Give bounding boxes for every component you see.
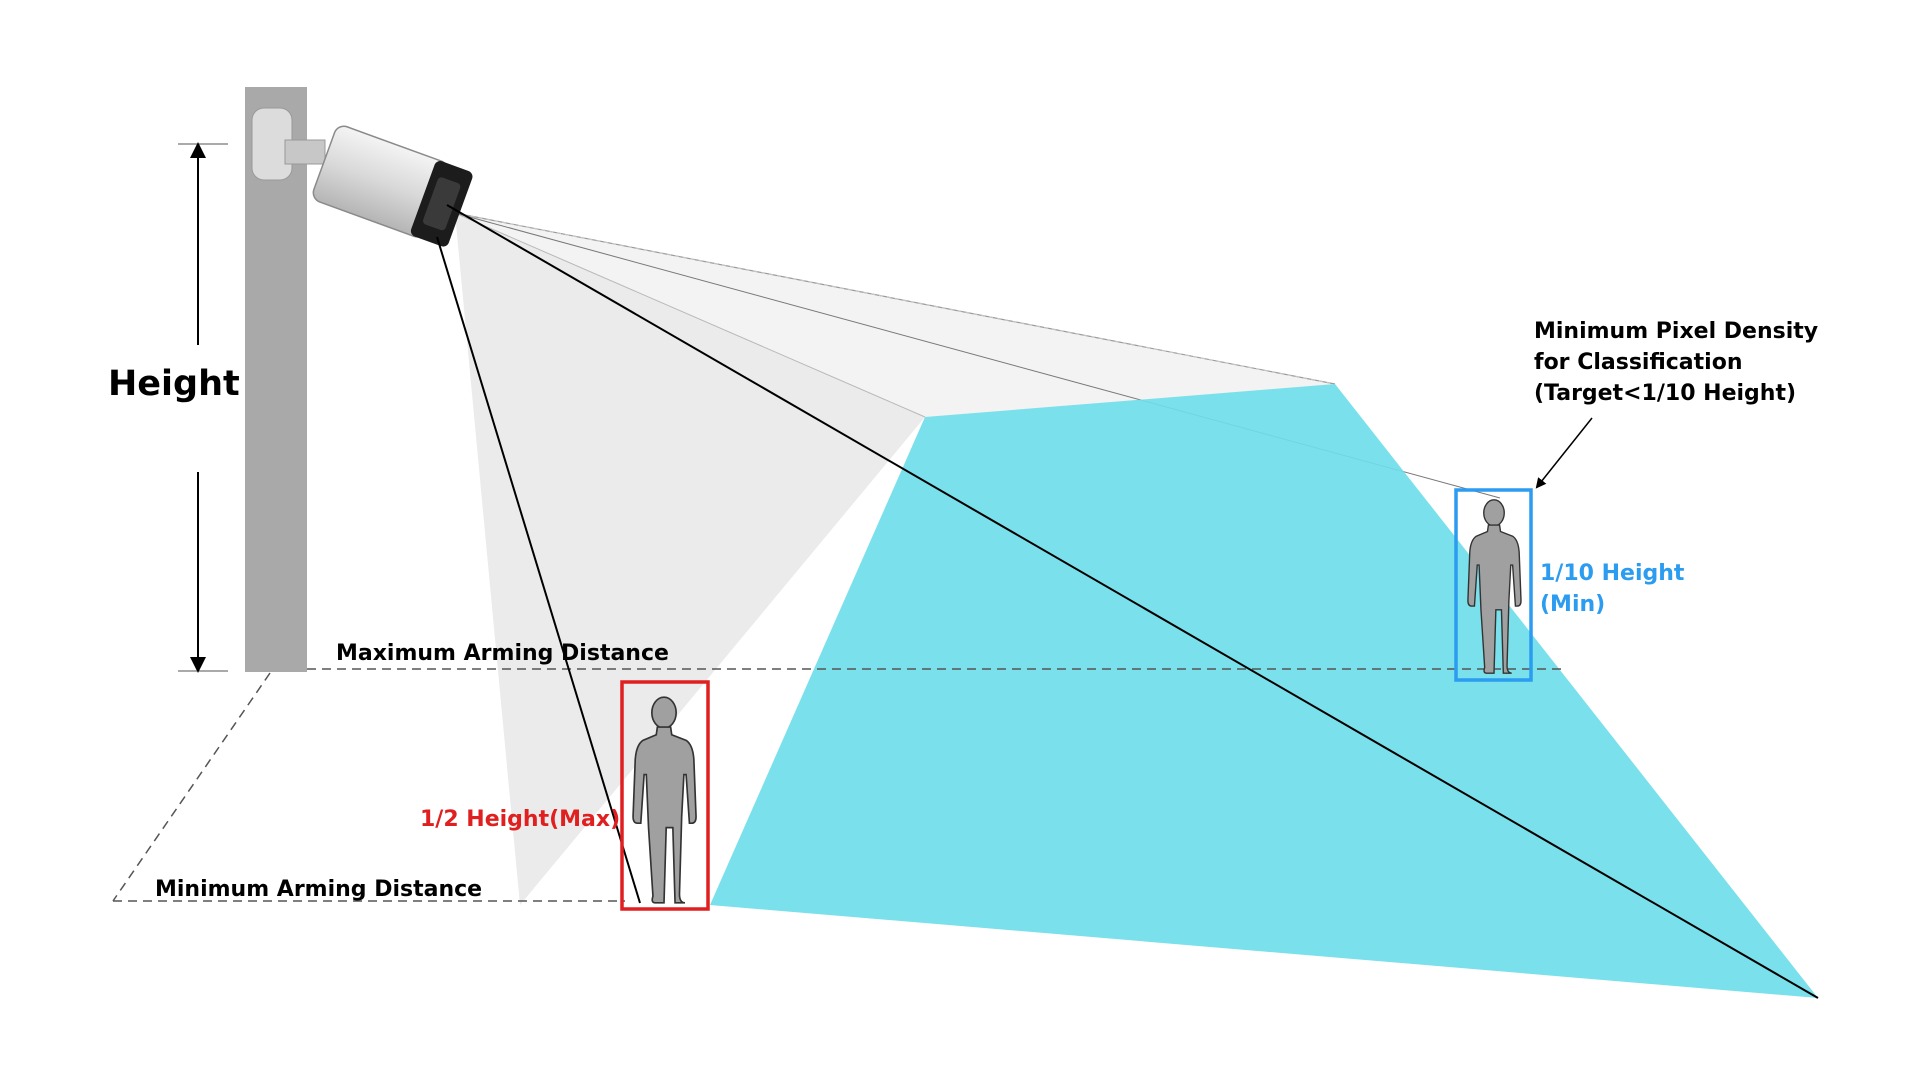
- height-label: Height: [108, 364, 240, 404]
- tenth-height-label-line2: (Min): [1540, 592, 1605, 617]
- min-height-box: [1454, 488, 1533, 682]
- half-height-label: 1/2 Height(Max): [420, 807, 620, 832]
- pixel-density-pointer: [1535, 417, 1593, 489]
- camera-rays: [436, 204, 1819, 999]
- max-height-box: [620, 680, 710, 911]
- bullet-camera-icon: [251, 107, 473, 247]
- mounting-pole: [245, 87, 307, 672]
- pixel-density-label-line2: for Classification: [1534, 350, 1742, 375]
- pixel-density-label-line3: (Target<1/10 Height): [1534, 381, 1796, 406]
- pixel-density-label-line1: Minimum Pixel Density: [1534, 319, 1818, 344]
- detection-zone: [710, 384, 1818, 998]
- height-indicator: [178, 142, 228, 673]
- max-arming-distance-label: Maximum Arming Distance: [336, 641, 669, 666]
- min-arming-distance-label: Minimum Arming Distance: [155, 877, 482, 902]
- tenth-height-label-line1: 1/10 Height: [1540, 561, 1685, 586]
- arming-distance-lines: [112, 668, 1565, 902]
